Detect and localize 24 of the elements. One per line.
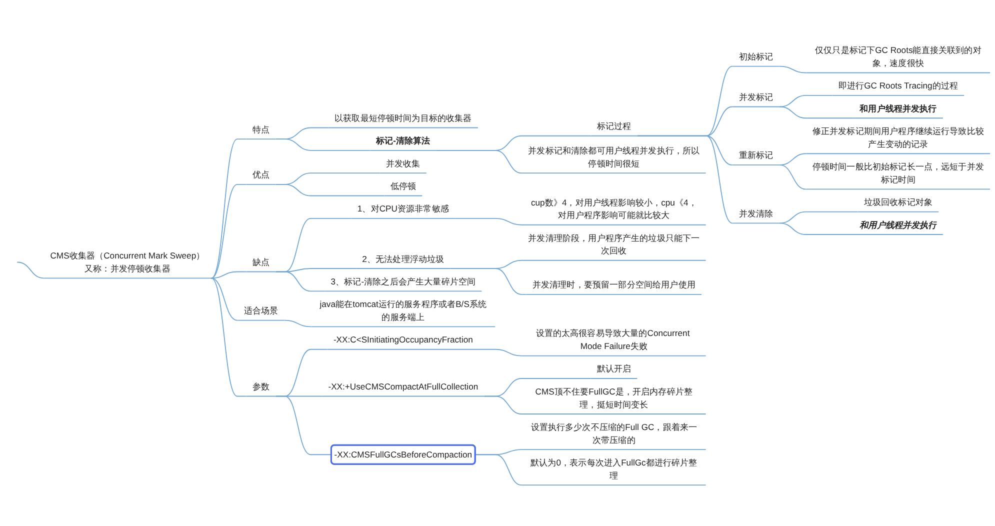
connector: [778, 94, 833, 108]
connector: [474, 454, 522, 486]
connector: [436, 150, 522, 174]
connector: [484, 396, 522, 414]
connector: [210, 138, 247, 279]
connector: [454, 218, 522, 226]
connector: [16, 262, 45, 279]
connector: [275, 184, 385, 196]
connector: [450, 268, 527, 295]
connector: [275, 138, 370, 151]
connector: [275, 271, 326, 292]
connector: [275, 396, 332, 456]
connector: [478, 348, 522, 356]
connector: [210, 271, 247, 279]
connector: [778, 164, 807, 190]
connector: [778, 211, 858, 224]
connector: [210, 278, 247, 397]
connector: [210, 278, 238, 321]
connector: [284, 320, 312, 328]
connector: [778, 66, 807, 74]
connector: [636, 135, 734, 224]
connector: [778, 106, 854, 119]
connector: [778, 222, 854, 235]
connector: [210, 184, 247, 279]
